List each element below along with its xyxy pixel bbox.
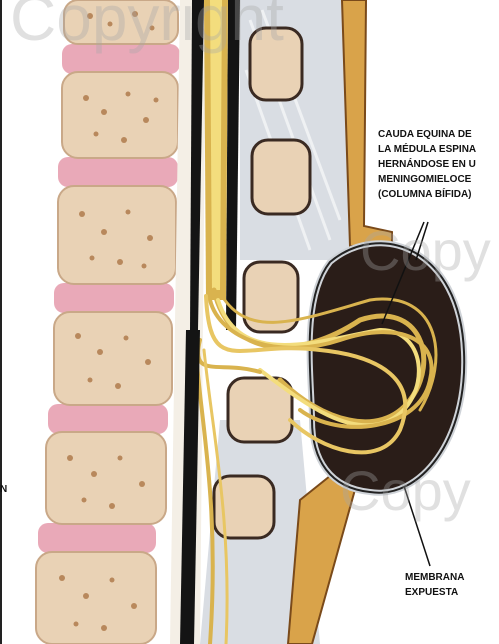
intervertebral-disc <box>48 404 168 434</box>
label-line: HERNÁNDOSE EN U <box>378 157 476 170</box>
label-line: LA MÉDULA ESPINA <box>378 142 476 155</box>
vertebral-column <box>0 0 180 644</box>
intervertebral-disc <box>38 523 156 553</box>
vertebral-body <box>54 312 172 405</box>
vertebral-body <box>36 552 156 644</box>
intervertebral-disc <box>54 283 174 313</box>
watermark-text: Copy <box>340 459 471 522</box>
vertebral-body <box>46 432 166 524</box>
vertebral-body <box>58 186 176 284</box>
vertebral-body <box>62 72 178 158</box>
left-edge-label: N <box>0 484 7 495</box>
intervertebral-disc <box>58 157 178 187</box>
label-line: (COLUMNA BÍFIDA) <box>378 187 472 200</box>
spinous-process <box>252 140 310 214</box>
watermark-text: Copy <box>360 219 491 282</box>
label-line: MEMBRANA <box>405 572 464 583</box>
label-line: EXPUESTA <box>405 587 458 598</box>
cauda-equina-label: CAUDA EQUINA DE LA MÉDULA ESPINA HERNÁND… <box>378 129 476 200</box>
label-line: MENINGOMIELOCE <box>378 174 472 185</box>
watermark-text: Copyright <box>10 0 284 54</box>
label-line: CAUDA EQUINA DE <box>378 129 472 140</box>
